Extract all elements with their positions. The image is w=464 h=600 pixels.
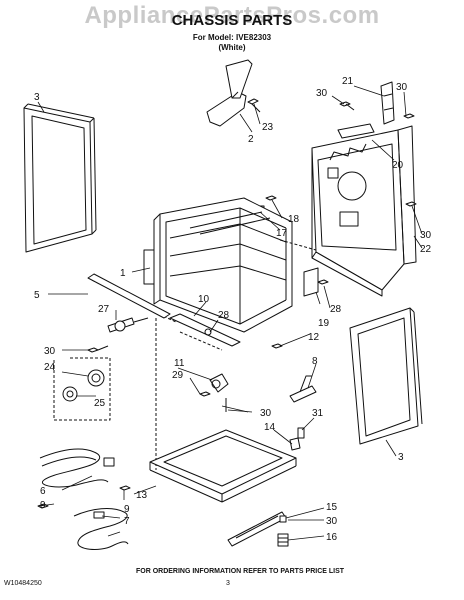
callout-30d: 30	[44, 346, 56, 357]
callout-28a: 28	[330, 304, 342, 315]
callout-24: 24	[44, 362, 56, 373]
callout-30e: 30	[260, 408, 272, 419]
screw-29	[199, 391, 211, 397]
callout-27: 27	[98, 304, 110, 315]
model-line: For Model: IVE82303	[192, 33, 272, 42]
callout-16: 16	[326, 532, 338, 543]
callout-15: 15	[326, 502, 338, 513]
callout-30a: 30	[396, 82, 408, 93]
igniter-27	[107, 317, 149, 333]
callout-21: 21	[342, 76, 354, 87]
callout-14: 14	[264, 422, 276, 433]
callout-28b: 28	[218, 310, 230, 321]
callout-22: 22	[420, 244, 432, 255]
page-title: CHASSIS PARTS	[171, 12, 293, 29]
callout-2: 2	[248, 134, 254, 145]
callout-10: 10	[198, 294, 210, 305]
screw-30c	[405, 201, 417, 207]
callout-18: 18	[288, 214, 300, 225]
callout-29: 29	[172, 370, 184, 381]
callout-20: 20	[392, 160, 404, 171]
cover-plate-20	[337, 123, 375, 139]
callout-labels: 3 23 2 21 30 30 20 18 17 30 22 1 5 10 28…	[34, 76, 432, 543]
foot-16	[277, 533, 289, 547]
bracket-19	[303, 267, 319, 297]
spacer-14	[289, 437, 301, 451]
callout-3a: 3	[34, 92, 40, 103]
screw-12	[271, 343, 283, 349]
watermark: AppliancePartsPros.com	[84, 2, 380, 29]
callout-1: 1	[120, 268, 126, 279]
callout-5: 5	[34, 290, 40, 301]
callout-8: 8	[312, 356, 318, 367]
screw-30-left	[87, 345, 109, 353]
doc-code: W10484250	[4, 580, 42, 587]
screw-23	[247, 98, 261, 113]
page-number: 3	[226, 580, 230, 587]
screw-31	[297, 427, 305, 439]
drawer-slide	[227, 511, 287, 547]
callout-19: 19	[318, 318, 330, 329]
screw-30b	[403, 113, 415, 119]
screw-30a	[339, 101, 355, 111]
rear-vent-21	[380, 81, 395, 125]
valve-11	[209, 373, 229, 412]
screw-9b	[119, 485, 131, 491]
screw-30-bottom	[279, 515, 287, 523]
callout-31: 31	[312, 408, 324, 419]
callout-9a: 9	[40, 500, 46, 511]
callout-12: 12	[308, 332, 320, 343]
callout-25: 25	[94, 398, 106, 409]
front-trim	[169, 313, 241, 347]
ordering-note: FOR ORDERING INFORMATION REFER TO PARTS …	[135, 568, 345, 575]
rear-panel	[311, 125, 417, 297]
rear-bracket	[206, 59, 253, 127]
color-line: (White)	[218, 43, 246, 52]
callout-23: 23	[262, 122, 274, 133]
screw-28-right	[317, 279, 329, 285]
callout-7: 7	[124, 516, 130, 527]
callout-30f: 30	[326, 516, 338, 527]
callout-9b: 9	[124, 504, 130, 515]
screw-18	[265, 195, 277, 201]
callout-30b: 30	[316, 88, 328, 99]
knob-25	[62, 386, 78, 402]
hinge-8	[289, 375, 317, 403]
callout-17: 17	[276, 228, 288, 239]
door-frame-right	[349, 307, 423, 445]
callout-3b: 3	[398, 452, 404, 463]
oven-cavity	[143, 197, 293, 333]
bake-element	[39, 448, 115, 488]
callout-30c: 30	[420, 230, 432, 241]
knob-24	[87, 369, 105, 387]
callout-6: 6	[40, 486, 46, 497]
broiler-pan	[149, 429, 297, 503]
door-frame-left	[23, 103, 97, 253]
broil-element	[73, 508, 129, 550]
callout-13: 13	[136, 490, 148, 501]
front-rail	[87, 273, 171, 319]
callout-11: 11	[174, 358, 185, 369]
